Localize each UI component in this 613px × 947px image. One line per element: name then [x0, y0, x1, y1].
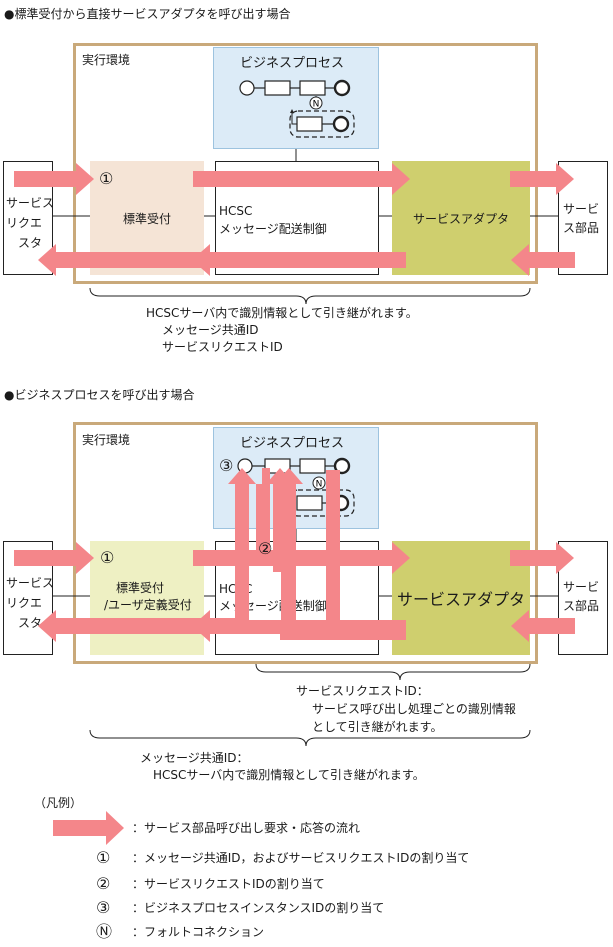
process-call-arrow-icon — [275, 468, 303, 620]
service-component-box-2: サービ ス部品 — [558, 541, 608, 655]
process-return-arrow-icon — [326, 470, 340, 640]
execution-environment-1 — [73, 43, 538, 284]
standard-reception-label-1: 標準受付 — [122, 211, 171, 226]
section2-title: ●ビジネスプロセスを呼び出す場合 — [4, 388, 195, 402]
request-arrow-icon — [14, 542, 94, 574]
service-component-label-2: サービ ス部品 — [563, 580, 600, 613]
svg-text:N: N — [313, 100, 320, 110]
service-component-label-1: サービ ス部品 — [563, 202, 600, 235]
legend-item-arrow-text: ：サービス部品呼び出し要求・応答の流れ — [132, 821, 361, 835]
user-defined-reception-label-2: /ユーザ定義受付 — [104, 598, 192, 612]
legend-marker-3-icon: ③ — [96, 898, 111, 917]
service-requester-label-1: サービス リクエ スタ — [6, 196, 55, 250]
service-request-id-note-line2: サービス呼び出し処理ごとの識別情報 — [312, 702, 516, 716]
marker-3-section2: ③ — [219, 456, 234, 475]
message-delivery-control-label-1: メッセージ配送制御 — [219, 222, 327, 236]
legend-item-4-text: ：フォルトコネクション — [132, 925, 265, 939]
process-call-arrow-icon — [228, 468, 406, 634]
marker-2-section2: ② — [258, 539, 273, 558]
section1-note-line3: サービスリクエストID — [162, 340, 283, 354]
section1-note-line2: メッセージ共通ID — [162, 323, 259, 337]
process-return-arrow-icon — [280, 628, 406, 640]
fault-connection-icon — [312, 476, 326, 490]
service-requester-label-2: サービス リクエ スタ — [6, 576, 55, 630]
response-arrow-icon — [511, 610, 575, 642]
standard-reception-label-2: 標準受付 — [116, 581, 165, 595]
legend-fault-connection-icon: Ⓝ — [96, 922, 113, 941]
legend-item-1-text: ：メッセージ共通ID，およびサービスリクエストIDの割り当て — [132, 851, 470, 865]
response-arrow-icon — [38, 244, 208, 276]
end-node-icon — [333, 79, 351, 97]
request-arrow-icon — [510, 542, 574, 574]
service-request-id-note-line1: サービスリクエストID： — [296, 684, 429, 698]
legend-arrow-icon — [53, 811, 124, 845]
hcsc-label-1: HCSC — [219, 204, 253, 218]
legend-marker-2-icon: ② — [96, 874, 111, 893]
reception-box-2: 標準受付 /ユーザ定義受付 — [90, 541, 204, 655]
response-arrow-icon — [192, 244, 406, 276]
section1-note-line1: HCSCサーバ内で識別情報として引き継がれます。 — [146, 306, 418, 320]
service-adapter-label-2: サービスアダプタ — [396, 590, 525, 609]
execution-environment-label-1: 実行環境 — [82, 53, 131, 67]
process-return-arrow-icon — [256, 468, 270, 558]
business-process-label-2: ビジネスプロセス — [240, 436, 345, 451]
fault-scope-icon — [289, 110, 355, 138]
business-process-box-1 — [213, 47, 379, 149]
execution-environment-2 — [73, 422, 538, 664]
section1-title: ●標準受付から直接サービスアダプタを呼び出す場合 — [4, 7, 291, 21]
legend-item-3-text: ：ビジネスプロセスインスタンスIDの割り当て — [132, 901, 385, 915]
request-arrow-icon — [193, 163, 410, 195]
request-arrow-icon — [510, 163, 574, 195]
execution-environment-label-2: 実行環境 — [82, 433, 131, 447]
svg-text:N: N — [316, 480, 323, 490]
business-process-label-1: ビジネスプロセス — [240, 56, 345, 71]
message-common-id-note-line2: HCSCサーバ内で識別情報として引き継がれます。 — [153, 768, 425, 782]
response-arrow-icon — [192, 610, 235, 642]
response-arrow-icon — [511, 244, 575, 276]
request-arrow-icon — [14, 163, 94, 195]
legend-title: （凡例） — [34, 796, 83, 810]
marker-1-section1: ① — [99, 169, 114, 188]
service-request-id-note-line3: として引き継がれます。 — [312, 720, 443, 734]
service-adapter-box-2: サービスアダプタ — [392, 541, 530, 655]
service-adapter-label-1: サービスアダプタ — [412, 211, 509, 226]
service-adapter-box-1: サービスアダプタ — [392, 161, 530, 275]
legend-item-2-text: ：サービスリクエストIDの割り当て — [132, 877, 325, 891]
legend-marker-1-icon: ① — [96, 848, 111, 867]
message-common-id-note-line1: メッセージ共通ID： — [140, 751, 249, 765]
response-arrow-icon — [38, 610, 210, 642]
end-node-icon — [333, 457, 351, 475]
marker-1-section2: ① — [100, 548, 115, 567]
